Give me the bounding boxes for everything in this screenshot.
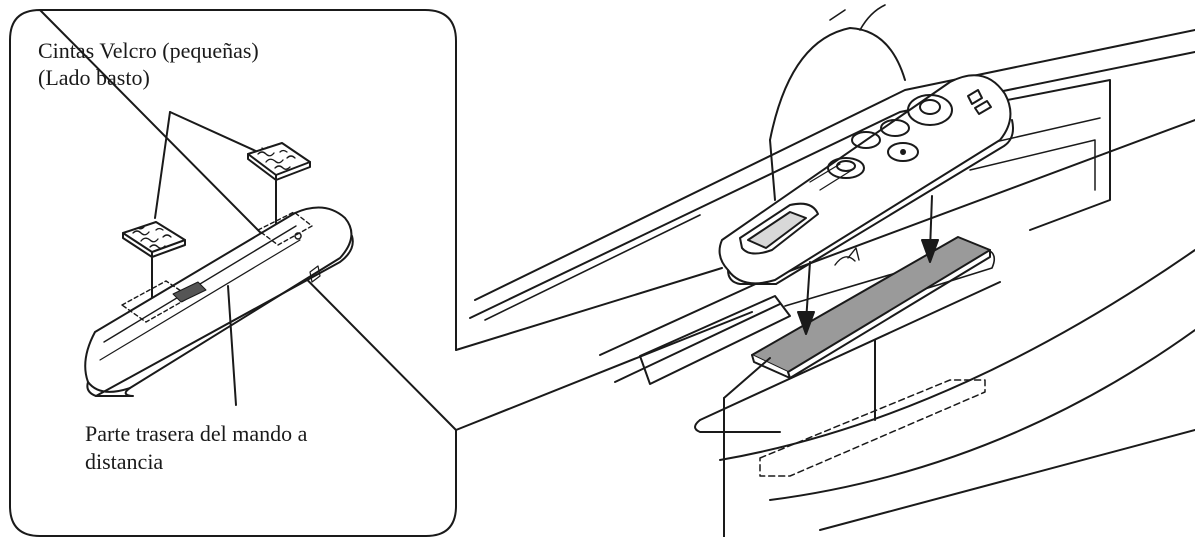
- pad-leader-line: [723, 357, 771, 399]
- remote-back-view: [84, 206, 354, 397]
- velcro-leader-lines: [154, 111, 259, 219]
- placement-arrows: [797, 195, 939, 335]
- console-velcro-pad: [751, 236, 991, 379]
- back-leader-line: [227, 285, 237, 406]
- velcro-pad-lower: [122, 221, 186, 258]
- remote-back-label-line2: distancia: [85, 449, 164, 474]
- callout-line-lower: [455, 311, 753, 431]
- inset-frame: [9, 9, 457, 537]
- velcro-label-line2: (Lado basto): [38, 65, 150, 90]
- console-body: [469, 4, 1195, 531]
- remote-back-label-line1: Parte trasera del mando a: [85, 421, 308, 446]
- velcro-label-line1: Cintas Velcro (pequeñas): [38, 38, 259, 63]
- callout-line-upper: [455, 267, 723, 351]
- remote-front-view: [718, 74, 1014, 285]
- velcro-pad-upper: [247, 142, 311, 181]
